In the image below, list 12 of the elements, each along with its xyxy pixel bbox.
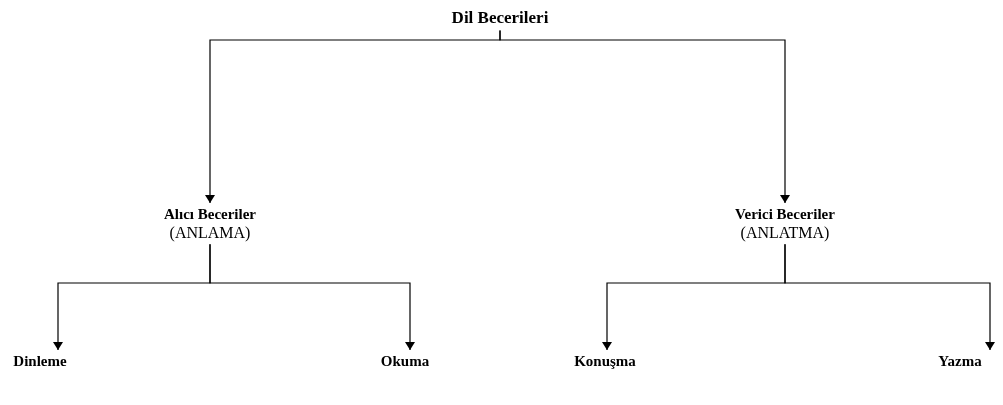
node-heading: Yazma — [938, 352, 982, 370]
connector-arrow — [784, 243, 995, 351]
node-subtitle: (ANLAMA) — [169, 223, 251, 243]
node-heading: Okuma — [380, 352, 430, 370]
connector-arrow — [209, 243, 415, 351]
node-heading: Konuşma — [574, 352, 636, 370]
node-heading: Alıcı Beceriler — [164, 205, 256, 223]
node-heading: Dinleme — [13, 352, 67, 370]
node-heading: Dil Becerileri — [451, 8, 549, 29]
node-heading: Verici Beceriler — [735, 205, 835, 223]
node-subtitle: (ANLATMA) — [740, 223, 830, 243]
connector-arrow — [499, 29, 790, 204]
